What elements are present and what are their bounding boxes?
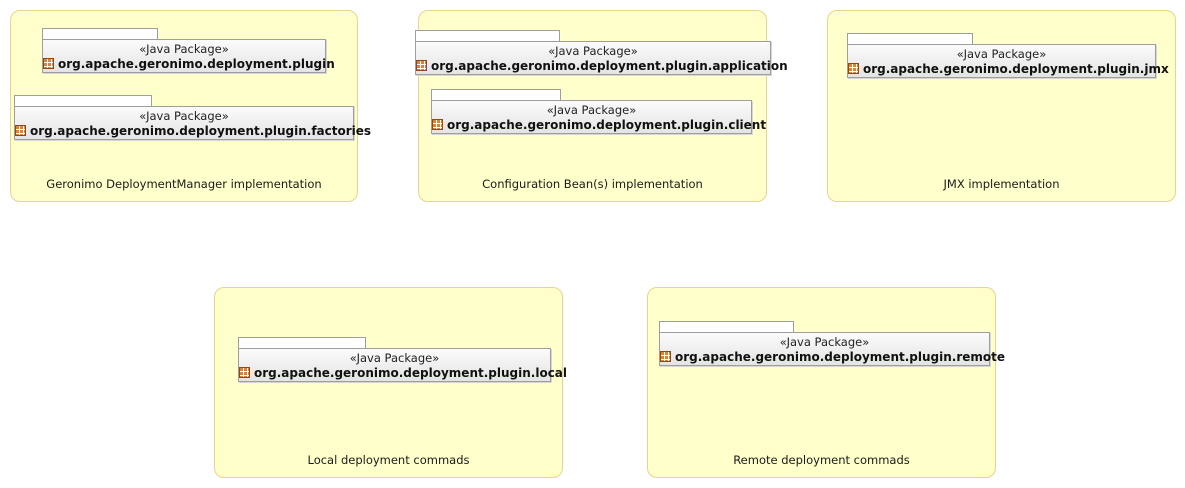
package-factories[interactable]: «Java Package» org.apache.geronimo.deplo… — [14, 95, 371, 140]
package-stereotype: «Java Package» — [139, 109, 229, 123]
note-label: Local deployment commads — [307, 453, 470, 467]
note-label: Remote deployment commads — [733, 453, 910, 467]
package-tab — [659, 321, 794, 333]
package-stereotype: «Java Package» — [139, 42, 229, 56]
java-package-icon — [416, 60, 427, 71]
package-name: org.apache.geronimo.deployment.plugin.ap… — [431, 59, 788, 73]
package-client[interactable]: «Java Package» org.apache.geronimo.deplo… — [431, 89, 766, 134]
package-tab — [431, 89, 561, 101]
package-tab — [42, 28, 158, 40]
java-package-icon — [660, 351, 671, 362]
package-tab — [415, 30, 560, 42]
package-local[interactable]: «Java Package» org.apache.geronimo.deplo… — [238, 337, 567, 382]
package-tab — [238, 337, 366, 349]
package-body: «Java Package» org.apache.geronimo.deplo… — [42, 39, 335, 73]
note-remote-deployment: Remote deployment commads — [647, 287, 996, 478]
package-body: «Java Package» org.apache.geronimo.deplo… — [415, 41, 788, 75]
package-body: «Java Package» org.apache.geronimo.deplo… — [14, 106, 371, 140]
package-body: «Java Package» org.apache.geronimo.deplo… — [659, 332, 1005, 366]
package-name: org.apache.geronimo.deployment.plugin.lo… — [254, 366, 568, 380]
package-stereotype: «Java Package» — [548, 44, 638, 58]
package-remote[interactable]: «Java Package» org.apache.geronimo.deplo… — [659, 321, 1005, 366]
package-body: «Java Package» org.apache.geronimo.deplo… — [847, 44, 1169, 78]
java-package-icon — [239, 367, 250, 378]
package-name: org.apache.geronimo.deployment.plugin.cl… — [447, 118, 767, 132]
java-package-icon — [43, 58, 54, 69]
package-stereotype: «Java Package» — [779, 335, 870, 349]
java-package-icon — [15, 125, 26, 136]
package-body: «Java Package» org.apache.geronimo.deplo… — [431, 100, 766, 134]
package-plugin[interactable]: «Java Package» org.apache.geronimo.deplo… — [42, 28, 335, 73]
package-body: «Java Package» org.apache.geronimo.deplo… — [238, 348, 567, 382]
note-label: JMX implementation — [943, 177, 1060, 191]
package-name: org.apache.geronimo.deployment.plugin.re… — [675, 350, 1006, 364]
package-stereotype: «Java Package» — [956, 47, 1047, 61]
java-package-icon — [432, 119, 443, 130]
note-label: Geronimo DeploymentManager implementatio… — [46, 177, 322, 191]
package-tab — [14, 95, 152, 107]
package-name: org.apache.geronimo.deployment.plugin.fa… — [30, 124, 372, 138]
package-name: org.apache.geronimo.deployment.plugin — [58, 57, 335, 71]
package-name: org.apache.geronimo.deployment.plugin.jm… — [863, 62, 1169, 76]
package-tab — [847, 33, 973, 45]
package-jmx[interactable]: «Java Package» org.apache.geronimo.deplo… — [847, 33, 1169, 78]
note-label: Configuration Bean(s) implementation — [482, 177, 703, 191]
package-application[interactable]: «Java Package» org.apache.geronimo.deplo… — [415, 30, 788, 75]
package-stereotype: «Java Package» — [546, 103, 637, 117]
java-package-icon — [848, 63, 859, 74]
package-stereotype: «Java Package» — [349, 351, 440, 365]
note-local-deployment: Local deployment commads — [214, 287, 563, 478]
